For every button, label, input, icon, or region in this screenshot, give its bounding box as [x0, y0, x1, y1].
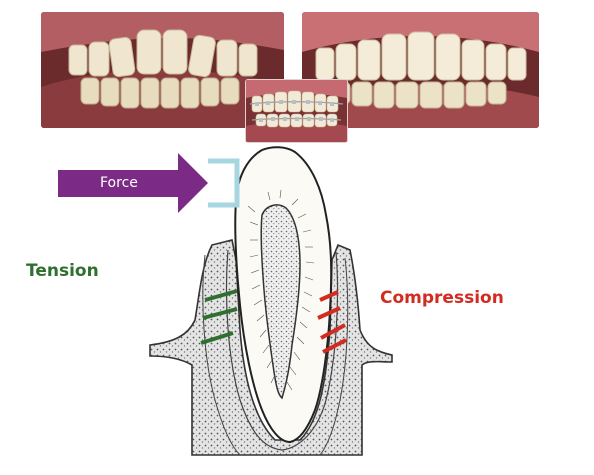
- photo-teeth-braces: [245, 79, 348, 143]
- dentin-tubules: [247, 189, 315, 391]
- bracket: [208, 158, 240, 208]
- force-arrow: [58, 153, 208, 213]
- compression-label: Compression: [380, 288, 504, 308]
- force-label: Force: [100, 175, 138, 191]
- compression-lines: [317, 290, 347, 354]
- photo-teeth-before: [41, 12, 284, 128]
- tension-lines: [200, 289, 238, 345]
- pulp-chamber: [260, 204, 301, 400]
- periodontal-ligament: [225, 249, 339, 451]
- bone-cortex-right: [319, 257, 349, 456]
- tension-label: Tension: [26, 261, 99, 281]
- bone-cortex-left: [202, 254, 241, 456]
- photo-teeth-after: [302, 12, 539, 128]
